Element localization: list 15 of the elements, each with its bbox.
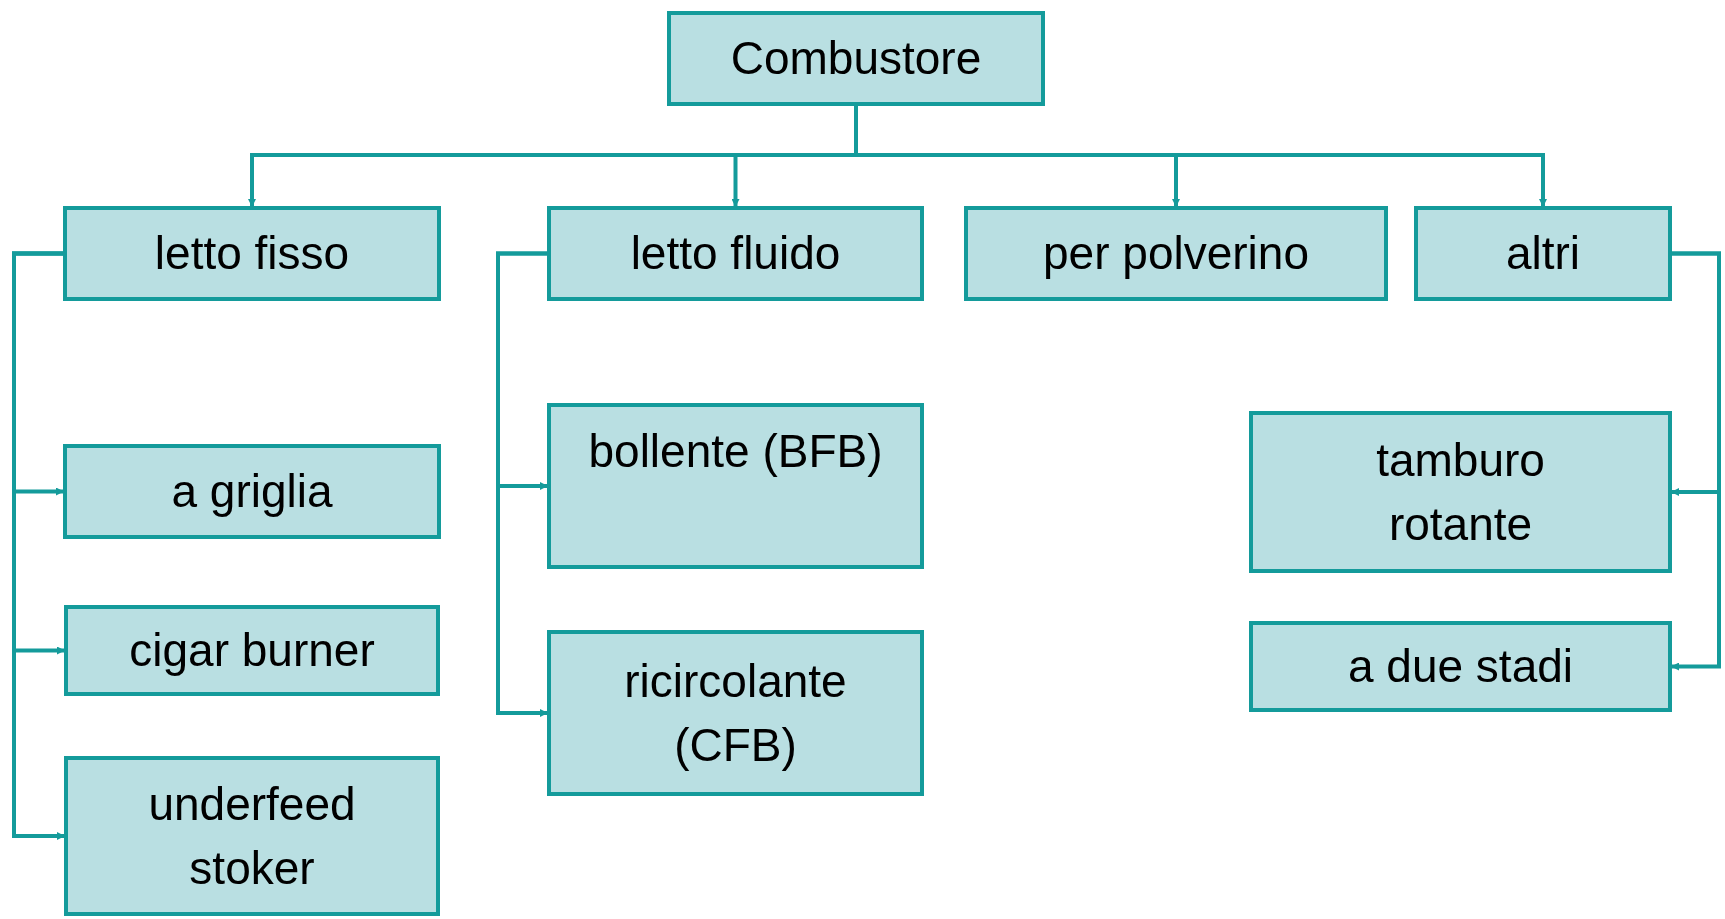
category-box: a griglia <box>63 444 441 539</box>
category-box: bollente (BFB) <box>547 403 924 569</box>
category-box: letto fisso <box>63 206 441 301</box>
category-box: altri <box>1414 206 1672 301</box>
category-box: tamburo rotante <box>1249 411 1672 573</box>
connector-arrow <box>12 251 65 840</box>
category-box: cigar burner <box>64 605 440 696</box>
connector-arrow <box>496 251 548 717</box>
category-box: a due stadi <box>1249 621 1672 712</box>
category-box: Combustore <box>667 11 1045 106</box>
category-box: letto fluido <box>547 206 924 301</box>
connector-arrow <box>1671 251 1721 671</box>
category-box: underfeed stoker <box>64 756 440 916</box>
category-box: per polverino <box>964 206 1388 301</box>
category-box: ricircolante (CFB) <box>547 630 924 796</box>
